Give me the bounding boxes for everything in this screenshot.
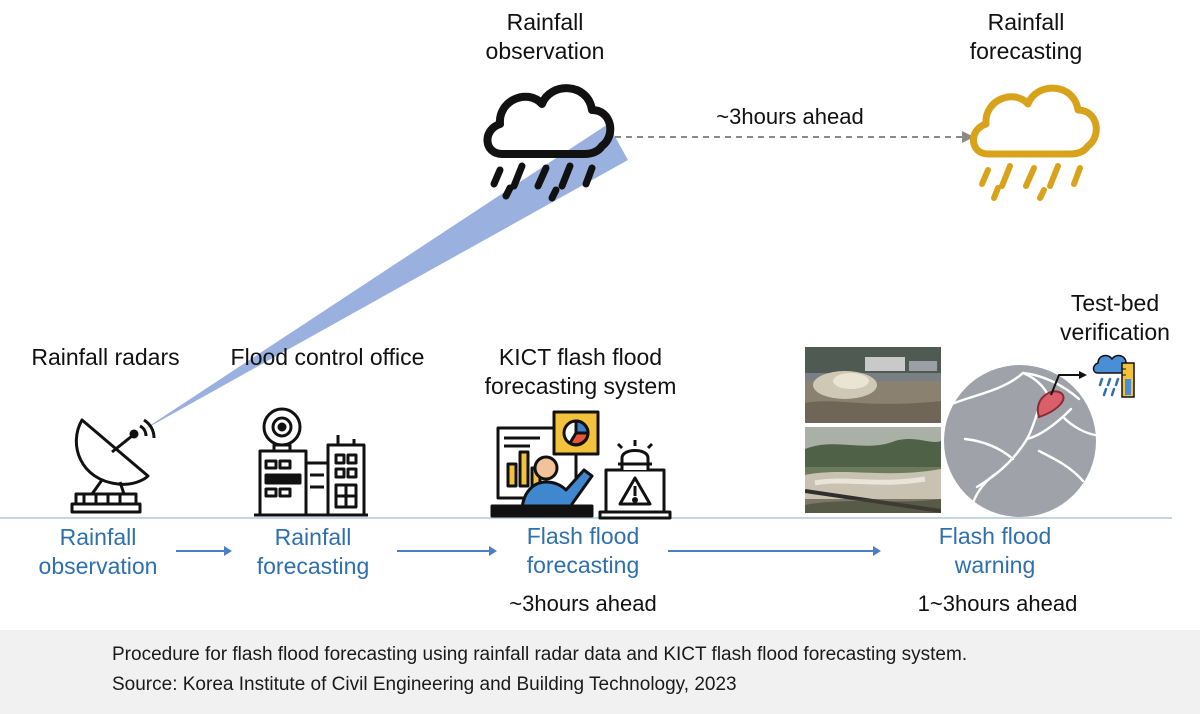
lead-time-forecasting: ~3hours ahead [509, 591, 657, 616]
flooded-river-photo [805, 427, 941, 513]
lead-time-warning: 1~3hours ahead [917, 591, 1078, 616]
stage-flash-flood-warning: Flash flood warning [938, 523, 1052, 578]
node-title-radars: Rainfall radars [31, 344, 180, 370]
rain-gauge-icon [1092, 354, 1135, 398]
rainfall-forecasting-title: Rainfall forecasting [969, 9, 1083, 64]
watershed-map-icon [944, 365, 1097, 517]
radar-beam [0, 124, 1172, 556]
node-title-office: Flood control office [230, 344, 425, 370]
caption-line-2: Source: Korea Institute of Civil Enginee… [112, 674, 737, 695]
rain-cloud-icon [483, 84, 615, 202]
caption-band [0, 630, 1200, 714]
flooded-street-photo [805, 347, 941, 423]
stage-rainfall-forecasting: Rainfall forecasting [256, 524, 370, 579]
caption-line-1: Procedure for flash flood forecasting us… [112, 644, 968, 665]
stage-flash-flood-forecasting: Flash flood forecasting [526, 523, 640, 578]
stage-rainfall-observation: Rainfall observation [38, 524, 158, 579]
ahead-label-top: ~3hours ahead [716, 104, 864, 129]
radar-dish-icon [70, 418, 156, 514]
analyst-dashboard-icon [490, 410, 672, 520]
office-building-icon [254, 407, 368, 517]
node-title-kict: KICT flash flood forecasting system [484, 344, 677, 399]
rainfall-observation-title: Rainfall observation [485, 9, 605, 64]
node-title-testbed: Test-bed verification [1060, 290, 1170, 345]
forecast-cloud-icon [970, 84, 1100, 201]
